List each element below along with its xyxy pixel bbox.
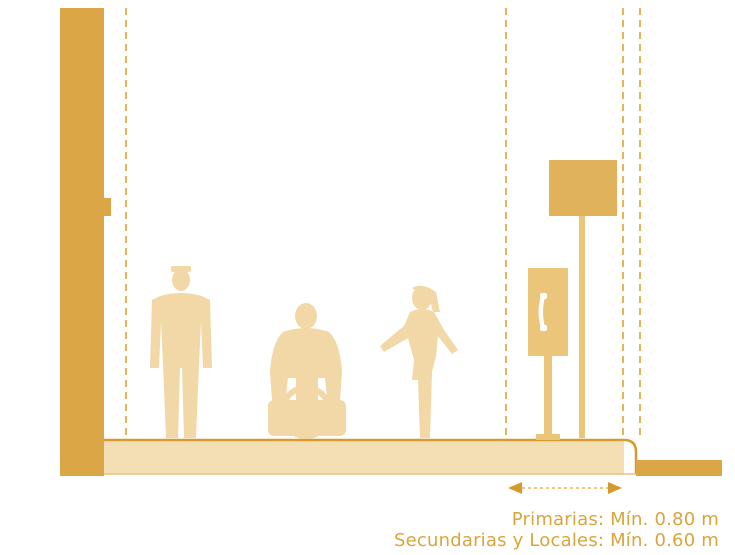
- width-caption-primary: Primarias: Mín. 0.80 m: [511, 509, 719, 530]
- sidewalk-surface: [104, 440, 624, 474]
- wheelchair-user-icon: [268, 303, 346, 439]
- signpost-icon: [549, 160, 617, 438]
- width-caption-secondary: Secundarias y Locales: Mín. 0.60 m: [394, 530, 719, 551]
- dimension-arrow-icon: [508, 482, 622, 494]
- pedestrian-woman-icon: [380, 285, 458, 438]
- pedestrian-man-icon: [150, 266, 212, 438]
- zone-guides: [125, 8, 641, 476]
- building-wall: [60, 8, 104, 476]
- road-surface: [636, 460, 722, 476]
- phone-booth-icon: [528, 268, 568, 440]
- wall-bracket: [103, 198, 111, 216]
- sidewalk-outline: [104, 438, 638, 474]
